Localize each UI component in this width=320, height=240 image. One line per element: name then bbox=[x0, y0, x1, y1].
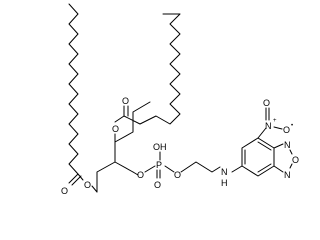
oxadiazole-bond-3 bbox=[289, 149, 293, 155]
ch2-to-o-bond bbox=[132, 171, 139, 176]
amine-nitrogen-label: N bbox=[221, 167, 228, 177]
oxadiazole-nitrogen-1-label: N bbox=[284, 140, 291, 150]
benzene-ring bbox=[241, 137, 275, 177]
nh-to-ring-bond bbox=[231, 165, 243, 173]
o-p-bond-1 bbox=[144, 165, 156, 173]
nitro-single-oxygen-label: O bbox=[283, 125, 290, 135]
oxadiazole-nitrogen-2-label: N bbox=[284, 170, 291, 180]
amine-hydrogen-label: H bbox=[221, 178, 228, 188]
acyl-chain-2 bbox=[123, 13, 181, 125]
phosphate-hydroxyl-label: OH bbox=[153, 142, 167, 152]
benzene-double-3 bbox=[257, 163, 272, 173]
nitro-double-oxygen-label: O bbox=[263, 98, 270, 108]
glycerol-to-phosphate-bond bbox=[114, 161, 134, 173]
ester2-c-o-bond bbox=[114, 115, 125, 123]
nitro-n-o-single bbox=[273, 126, 283, 130]
benzene-double-2 bbox=[257, 141, 272, 151]
ester1-c-o-bond bbox=[77, 173, 84, 181]
nitro-nitrogen-label: N bbox=[265, 121, 272, 131]
ester1-carbonyl-bond-2 bbox=[71, 175, 82, 186]
ester2-oxygen-label: O bbox=[112, 124, 119, 134]
nitro-positive-charge: + bbox=[273, 118, 277, 124]
ring-to-nitro-bond bbox=[257, 127, 267, 139]
phosphate-double-oxygen-label: O bbox=[154, 180, 161, 190]
chemical-structure: O O O O O P OH O O N H N O N N + O O • bbox=[61, 3, 299, 196]
acyl-chain-1 bbox=[68, 3, 79, 175]
ester1-o-ch2-bond bbox=[91, 185, 98, 193]
nitro-negative-charge: • bbox=[291, 123, 293, 129]
ethanolamine-chain bbox=[180, 161, 221, 173]
ester1-oxygen-label: O bbox=[84, 180, 91, 190]
oxadiazole-bond-1 bbox=[273, 143, 284, 149]
ester2-carbonyl-oxygen-label: O bbox=[122, 96, 129, 106]
oxadiazole-bond-2 bbox=[273, 165, 284, 173]
ester1-carbonyl-bond bbox=[68, 173, 79, 184]
phosphate-oxygen-1-label: O bbox=[137, 170, 144, 180]
phosphorus-label: P bbox=[156, 160, 162, 170]
p-o-bond-2 bbox=[164, 165, 175, 173]
structure-canvas: O O O O O P OH O O N H N O N N + O O • bbox=[61, 3, 299, 196]
ester1-carbonyl-oxygen-label: O bbox=[61, 186, 68, 196]
phosphate-oxygen-2-label: O bbox=[174, 170, 181, 180]
oxadiazole-bond-4 bbox=[289, 163, 293, 169]
oxadiazole-oxygen-label: O bbox=[292, 155, 299, 165]
